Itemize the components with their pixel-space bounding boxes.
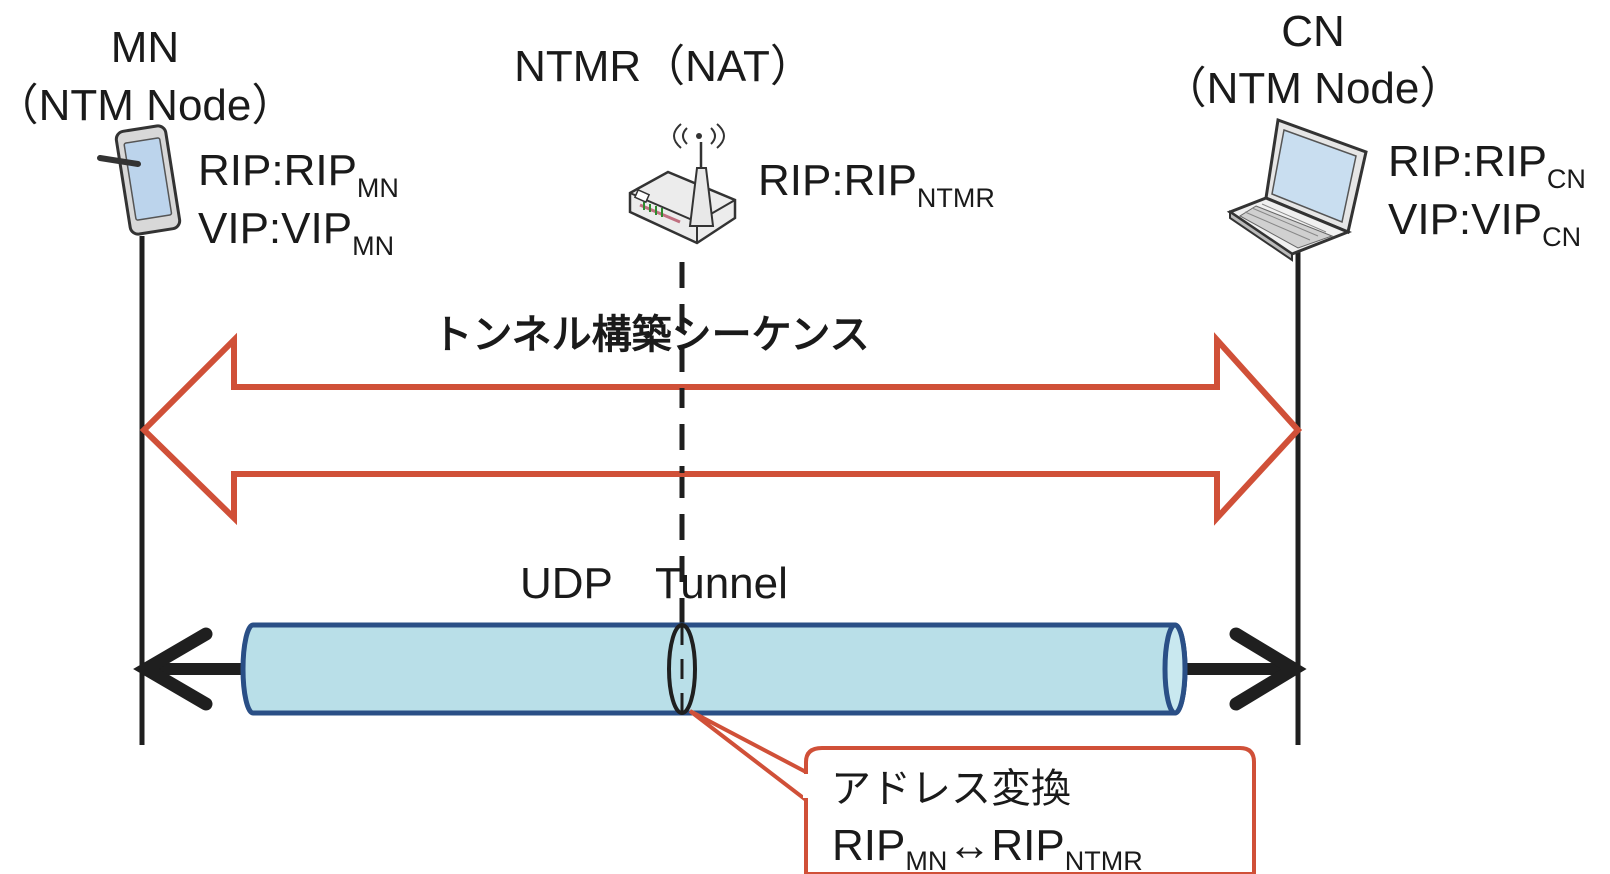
- router-icon: [628, 123, 737, 245]
- callout-mapping: RIPMN↔RIPNTMR: [832, 821, 1143, 874]
- callout-sub-right: NTMR: [1065, 846, 1143, 874]
- cn-rip: RIP:RIPCN: [1388, 137, 1586, 194]
- ntmr-rip: RIP:RIPNTMR: [758, 156, 995, 213]
- sequence-double-arrow: [139, 332, 1303, 526]
- tunnel-right-arrowhead: [1229, 627, 1307, 711]
- tunnel-left-arrowhead: [133, 627, 213, 711]
- mn-rip-sub: MN: [357, 173, 399, 203]
- address-translation-callout: [804, 746, 1256, 874]
- ntmr-rip-sub: NTMR: [917, 183, 995, 213]
- mn-rip-prefix: RIP:RIP: [198, 146, 357, 195]
- mn-name: MN: [111, 23, 179, 72]
- callout-rip-right: RIP: [991, 821, 1064, 870]
- udp-tunnel-pipe: [240, 622, 1188, 716]
- cn-vip-sub: CN: [1542, 222, 1581, 252]
- cn-type: （NTM Node）: [1163, 64, 1464, 113]
- mn-vip-sub: MN: [352, 231, 394, 261]
- sequence-label: トンネル構築シーケンス: [432, 312, 869, 358]
- tablet-icon: [97, 124, 182, 236]
- callout-arrow: ↔: [947, 821, 991, 870]
- mn-vip-prefix: VIP:VIP: [198, 204, 352, 253]
- callout-title: アドレス変換: [831, 766, 1071, 812]
- nat-point-ring: [667, 623, 697, 715]
- cn-vip: VIP:VIPCN: [1388, 195, 1581, 252]
- mn-rip: RIP:RIPMN: [198, 146, 399, 203]
- cn-rip-prefix: RIP:RIP: [1388, 137, 1547, 186]
- laptop-icon: [1226, 117, 1368, 262]
- callout-pointer: [688, 709, 808, 805]
- mn-type: （NTM Node）: [0, 81, 295, 130]
- ntmr-rip-prefix: RIP:RIP: [758, 156, 917, 205]
- mn-vip: VIP:VIPMN: [198, 204, 394, 261]
- callout-sub-left: MN: [905, 846, 947, 874]
- cn-name: CN: [1281, 7, 1345, 56]
- callout-rip-left: RIP: [832, 821, 905, 870]
- tunnel-label-udp: UDP: [520, 559, 613, 608]
- cn-rip-sub: CN: [1547, 164, 1586, 194]
- ntmr-title: NTMR（NAT）: [514, 42, 814, 91]
- cn-vip-prefix: VIP:VIP: [1388, 195, 1542, 244]
- tunnel-label-tunnel: Tunnel: [655, 559, 788, 608]
